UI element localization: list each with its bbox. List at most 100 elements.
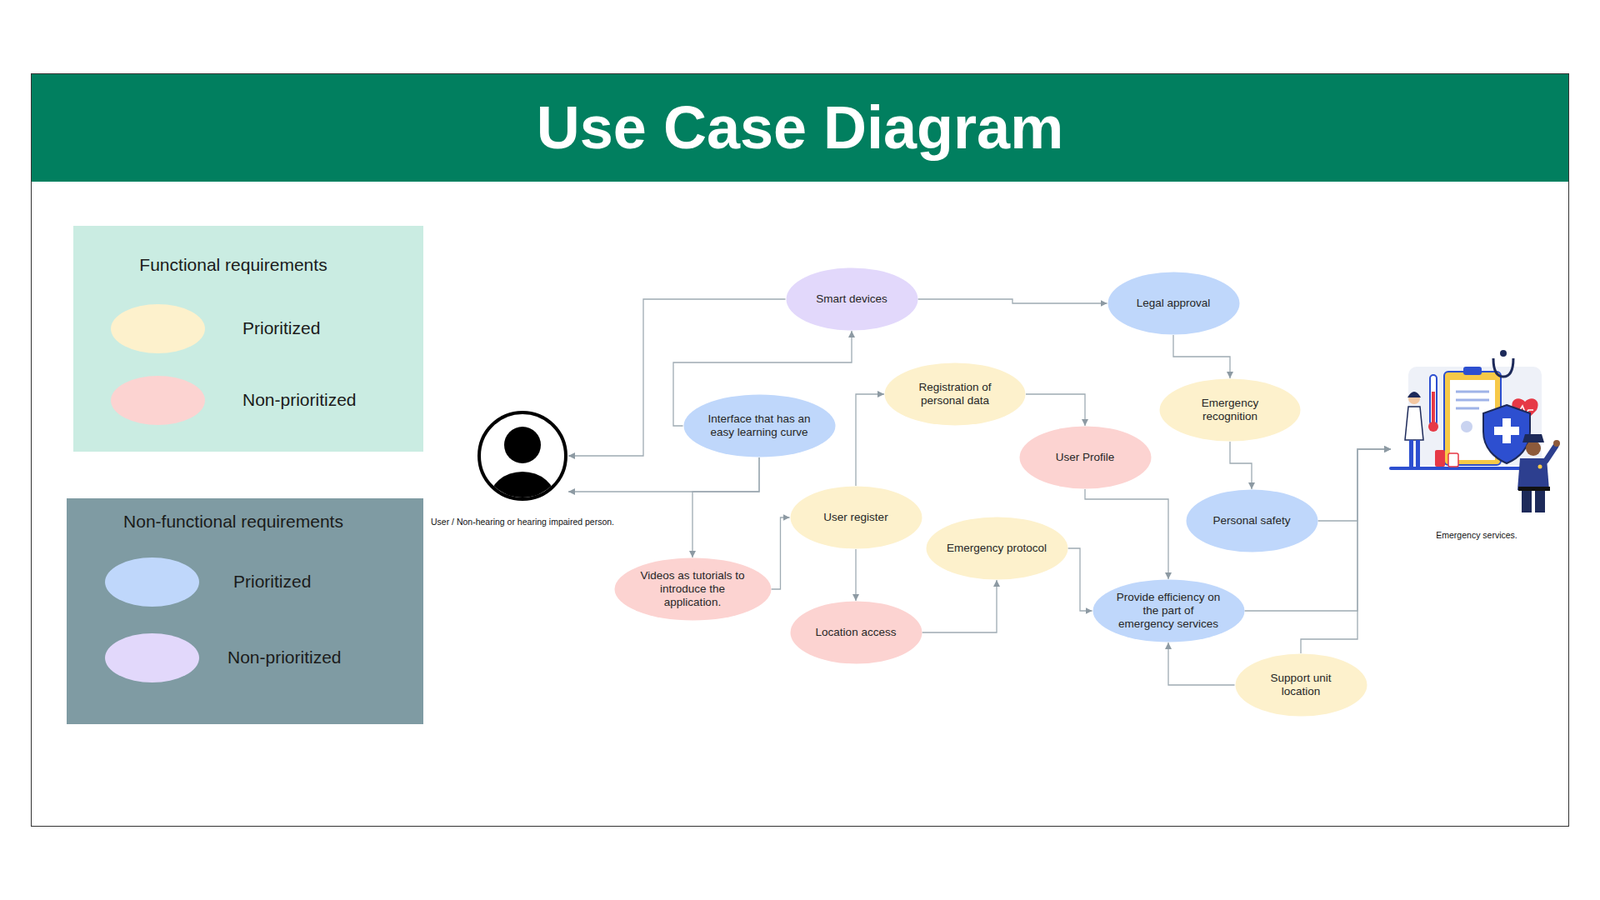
ellipse-fill — [1092, 580, 1245, 643]
ellipse-text-box: Support unit location — [1255, 671, 1347, 699]
use-case-ellipse: Provide efficiency on the part of emerge… — [1092, 579, 1245, 643]
officer-leg — [1521, 490, 1532, 513]
ellipse-text-box: Smart devices — [815, 292, 888, 306]
use-case-label: Interface that has an easy learning curv… — [705, 412, 814, 440]
legend-text: Prioritized — [233, 570, 311, 593]
use-case-ellipse: Videos as tutorials to introduce the app… — [614, 557, 772, 621]
connector — [1318, 449, 1392, 521]
illustration-baseline — [1390, 466, 1532, 470]
sheet-avatar — [1460, 420, 1473, 433]
doctor-leg — [1415, 440, 1420, 467]
ellipse-text-box: Legal approval — [1136, 296, 1211, 310]
legend-swatch — [110, 375, 205, 425]
use-case-label: Videos as tutorials to introduce the app… — [636, 569, 750, 610]
officer-hand — [1553, 440, 1560, 447]
use-case-label: User register — [823, 510, 888, 525]
sheet-lines — [1455, 391, 1490, 409]
ellipse-text-box: Interface that has an easy learning curv… — [705, 412, 814, 440]
legend-text: Prioritized — [242, 317, 320, 340]
clipboard-clip — [1463, 366, 1482, 375]
officer-badge — [1538, 465, 1543, 470]
legend-heading: Non-functional requirements — [123, 510, 344, 533]
officer-belt — [1518, 486, 1550, 491]
ellipse-text-box: Location access — [815, 625, 897, 640]
doctor-leg — [1409, 440, 1414, 467]
ellipse-text-box: Personal safety — [1212, 514, 1290, 528]
use-case-ellipse: Interface that has an easy learning curv… — [683, 394, 836, 458]
legend-heading-wrap: Non-functional requirements — [123, 510, 344, 533]
ellipse-fill — [683, 395, 835, 458]
doctor-hair — [1407, 391, 1421, 398]
use-case-label: Personal safety — [1212, 514, 1290, 528]
ellipse-fill — [1235, 654, 1367, 717]
use-case-ellipse: Emergency protocol — [925, 516, 1069, 580]
use-case-label: Location access — [815, 625, 897, 640]
officer-body — [1517, 458, 1550, 490]
connector — [918, 299, 1108, 304]
shield — [1483, 405, 1530, 464]
legend-text-wrap: Non-prioritized — [242, 389, 357, 411]
connector — [1068, 548, 1093, 611]
doctor-head — [1408, 392, 1420, 405]
connector — [855, 394, 885, 486]
legend-swatch — [110, 304, 205, 354]
ellipse-text-box: User Profile — [1055, 450, 1115, 465]
use-case-label: Provide efficiency on the part of emerge… — [1114, 590, 1223, 631]
use-case-ellipse: Registration of personal data — [884, 362, 1026, 426]
use-case-ellipse: Smart devices — [785, 267, 919, 331]
ellipse-text-box: Emergency protocol — [946, 541, 1047, 555]
stethoscope-end — [1500, 350, 1507, 357]
pill-bottle — [1435, 450, 1445, 467]
officer-arm — [1545, 445, 1556, 461]
use-case-ellipse: User Profile — [1019, 425, 1152, 490]
legend-swatch — [105, 633, 200, 683]
use-case-ellipse: Location access — [790, 600, 923, 665]
use-case-label: Emergency protocol — [946, 541, 1047, 555]
stethoscope — [1493, 358, 1514, 377]
ellipse-fill — [614, 558, 771, 621]
actor-label: Emergency services. — [1435, 530, 1517, 541]
ellipse-fill — [790, 486, 922, 550]
officer-leg — [1535, 490, 1545, 513]
ellipse-text-box: Emergency recognition — [1180, 396, 1280, 424]
connector — [1230, 441, 1252, 490]
connector — [1300, 449, 1391, 654]
ellipse-fill — [790, 601, 922, 665]
ellipse-fill — [1107, 272, 1240, 335]
legend-panel — [66, 498, 424, 725]
ellipse-text-box: User register — [823, 510, 888, 525]
connector — [1025, 394, 1085, 426]
ellipse-fill — [1185, 490, 1318, 553]
actor-node: User / Non-hearing or hearing impaired p… — [476, 410, 569, 502]
ellipse-text-box: Videos as tutorials to introduce the app… — [636, 569, 750, 610]
user-icon — [479, 412, 566, 529]
illustration-backdrop — [1408, 366, 1542, 465]
legend-heading-wrap: Functional requirements — [139, 254, 327, 276]
ellipse-fill — [1160, 379, 1301, 442]
connector — [771, 517, 790, 590]
legend-text: Non-prioritized — [242, 389, 357, 411]
legend-heading: Functional requirements — [139, 254, 327, 276]
connector — [855, 549, 856, 601]
connector — [1173, 335, 1230, 379]
thermometer — [1430, 375, 1437, 425]
connector — [1085, 489, 1169, 580]
actor-label: User / Non-hearing or hearing impaired p… — [430, 516, 615, 528]
actor-caption-wrap: User / Non-hearing or hearing impaired p… — [430, 516, 615, 528]
ellipse-text-box: Registration of personal data — [905, 380, 1005, 408]
ellipse-fill — [785, 268, 918, 331]
use-case-ellipse: Personal safety — [1185, 489, 1319, 553]
ellipse-fill — [885, 363, 1026, 426]
use-case-label: Smart devices — [815, 292, 888, 306]
legend-text-wrap: Non-prioritized — [227, 646, 342, 669]
officer-head — [1525, 440, 1541, 456]
legend-text: Non-prioritized — [227, 646, 342, 669]
connector — [922, 580, 998, 633]
connector — [1168, 642, 1235, 685]
use-case-ellipse: Legal approval — [1107, 271, 1240, 335]
use-case-label: Legal approval — [1136, 296, 1211, 310]
actor-caption-wrap: Emergency services. — [1435, 530, 1517, 541]
thermometer-bulb — [1428, 421, 1439, 432]
